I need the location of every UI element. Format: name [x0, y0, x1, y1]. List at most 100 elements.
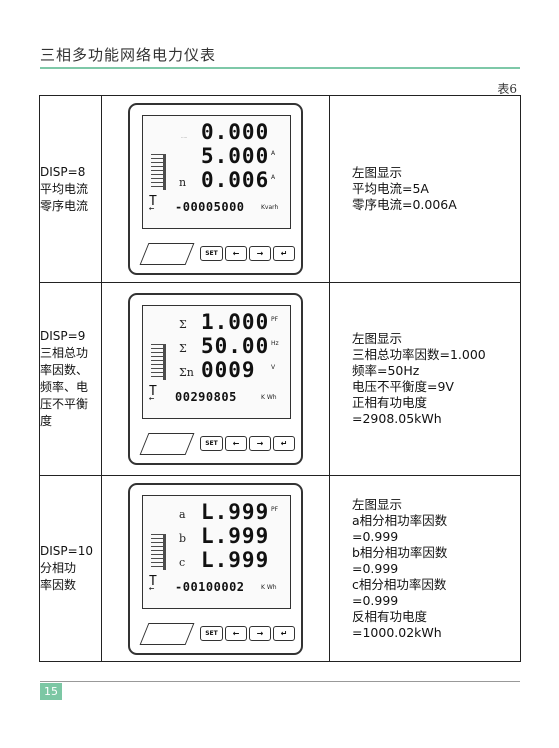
- label-panel: [139, 622, 195, 645]
- description-line: 三相总功率因数=1.000: [352, 347, 486, 362]
- energy-unit: Kvarh: [261, 204, 279, 211]
- table-row: DISP=10 分相功率因数 T ← a L.999 PF b L.999 c L…: [39, 475, 521, 662]
- line3-prefix: n: [179, 176, 187, 189]
- line1-value: 0.000: [201, 120, 270, 144]
- lcd-screen: ..... T ← 0.000 5.000 A n 0.006 A -00005…: [142, 115, 291, 229]
- mode-label-line: 平均电流: [40, 181, 89, 196]
- description-line: 电压不平衡度=9V: [352, 379, 454, 394]
- line3-prefix: Σn: [179, 366, 194, 379]
- table-row: DISP=9 三相总功率因数、频率、电压不平衡度 T ← Σ 1.000 PF Σ…: [39, 282, 521, 476]
- line3-prefix: c: [179, 555, 186, 569]
- set-button[interactable]: SET: [200, 436, 223, 451]
- mode-label-line: DISP=9: [40, 329, 86, 343]
- description-line: 零序电流=0.006A: [352, 197, 457, 212]
- line3-value: 0.006: [201, 168, 270, 192]
- mode-label-cell: DISP=8 平均电流零序电流: [39, 95, 102, 283]
- line3-value: L.999: [201, 547, 270, 572]
- description-line: 左图显示: [352, 331, 403, 346]
- line1-value: 1.000: [201, 310, 270, 334]
- mode-label-line: 压不平衡: [40, 397, 89, 411]
- arrow-left-icon[interactable]: ←: [225, 625, 247, 641]
- mode-label-line: 零序电流: [40, 198, 89, 213]
- header-divider: [40, 67, 520, 69]
- line1-unit: PF: [271, 505, 279, 513]
- load-bar-icon: [151, 533, 166, 570]
- mode-label-line: 分相功: [40, 561, 77, 575]
- arrow-right-icon[interactable]: →: [249, 625, 271, 641]
- t-symbol-icon: T: [149, 194, 157, 209]
- mode-label-line: DISP=10: [40, 544, 93, 558]
- arrow-left-icon[interactable]: ←: [225, 436, 247, 451]
- line1-value: L.999: [201, 499, 270, 524]
- description-line: =0.999: [352, 592, 399, 608]
- description-line: c相分相功率因数: [352, 576, 447, 592]
- line2-unit: Hz: [271, 340, 279, 347]
- page-number: 15: [40, 683, 62, 700]
- mode-label-line: 率因数: [40, 578, 77, 592]
- description-line: a相分相功率因数: [352, 512, 448, 528]
- description-line: 左图显示: [352, 496, 403, 512]
- label-panel: [139, 243, 195, 265]
- mode-label-line: 率因数、: [40, 363, 89, 377]
- footer-divider: [40, 681, 520, 682]
- mode-label-line: DISP=8: [40, 164, 86, 179]
- arrow-indicator-icon: ←: [149, 583, 155, 594]
- meter-device: ..... T ← 0.000 5.000 A n 0.006 A -00005…: [128, 103, 303, 275]
- line1-unit: PF: [271, 316, 279, 323]
- display-mode-table: DISP=8 平均电流零序电流 ..... T ← 0.000 5.000 A n…: [39, 95, 521, 662]
- line2-value: L.999: [201, 523, 270, 548]
- line2-prefix: Σ: [179, 342, 187, 355]
- mode-label-line: 度: [40, 414, 53, 428]
- energy-unit: K Wh: [261, 583, 277, 591]
- description-line: =1000.02kWh: [352, 624, 442, 640]
- load-bar-icon: [151, 154, 166, 190]
- line3-value: 0009: [201, 358, 256, 382]
- description-line: 频率=50Hz: [352, 363, 420, 378]
- line1-prefix: Σ: [179, 318, 187, 331]
- lcd-screen: T ← Σ 1.000 PF Σ 50.00 Hz Σn 0009 V 0029…: [142, 305, 291, 419]
- set-button[interactable]: SET: [200, 246, 223, 261]
- meter-image-cell: ..... T ← 0.000 5.000 A n 0.006 A -00005…: [101, 95, 330, 283]
- t-symbol-icon: T: [149, 573, 157, 589]
- line3-unit: A: [271, 174, 276, 181]
- energy-value: -00005000: [175, 200, 245, 214]
- description-line: 正相有功电度: [352, 395, 428, 410]
- line3-unit: V: [271, 364, 276, 371]
- mode-label-cell: DISP=9 三相总功率因数、频率、电压不平衡度: [39, 282, 102, 476]
- description-line: =0.999: [352, 528, 399, 544]
- arrow-left-icon[interactable]: ←: [225, 246, 247, 261]
- description-line: 平均电流=5A: [352, 181, 429, 196]
- mode-label-cell: DISP=10 分相功率因数: [39, 475, 102, 662]
- arrow-right-icon[interactable]: →: [249, 436, 271, 451]
- line2-prefix: b: [179, 531, 187, 545]
- line2-value: 50.00: [201, 334, 270, 358]
- arrow-indicator-icon: ←: [149, 394, 155, 404]
- meter-image-cell: T ← Σ 1.000 PF Σ 50.00 Hz Σn 0009 V 0029…: [101, 282, 330, 476]
- energy-unit: K Wh: [261, 394, 277, 401]
- set-button[interactable]: SET: [200, 625, 223, 641]
- table-row: DISP=8 平均电流零序电流 ..... T ← 0.000 5.000 A n…: [39, 95, 521, 283]
- line2-value: 5.000: [201, 144, 270, 168]
- line1-prefix: a: [179, 507, 186, 521]
- enter-icon[interactable]: ↵: [273, 246, 295, 261]
- document-title: 三相多功能网络电力仪表: [40, 46, 217, 64]
- load-bar-icon: [151, 344, 166, 380]
- meter-device: T ← Σ 1.000 PF Σ 50.00 Hz Σn 0009 V 0029…: [128, 293, 303, 465]
- enter-icon[interactable]: ↵: [273, 625, 295, 641]
- label-panel: [139, 433, 195, 455]
- mode-label-line: 频率、电: [40, 380, 89, 394]
- arrow-indicator-icon: ←: [149, 204, 155, 214]
- t-symbol-icon: T: [149, 384, 157, 399]
- enter-icon[interactable]: ↵: [273, 436, 295, 451]
- status-tag: .....: [181, 134, 188, 139]
- arrow-right-icon[interactable]: →: [249, 246, 271, 261]
- line2-unit: A: [271, 150, 276, 157]
- mode-label-line: 三相总功: [40, 346, 89, 360]
- lcd-screen: T ← a L.999 PF b L.999 c L.999 -00100002…: [142, 494, 291, 609]
- description-line: 左图显示: [352, 165, 403, 180]
